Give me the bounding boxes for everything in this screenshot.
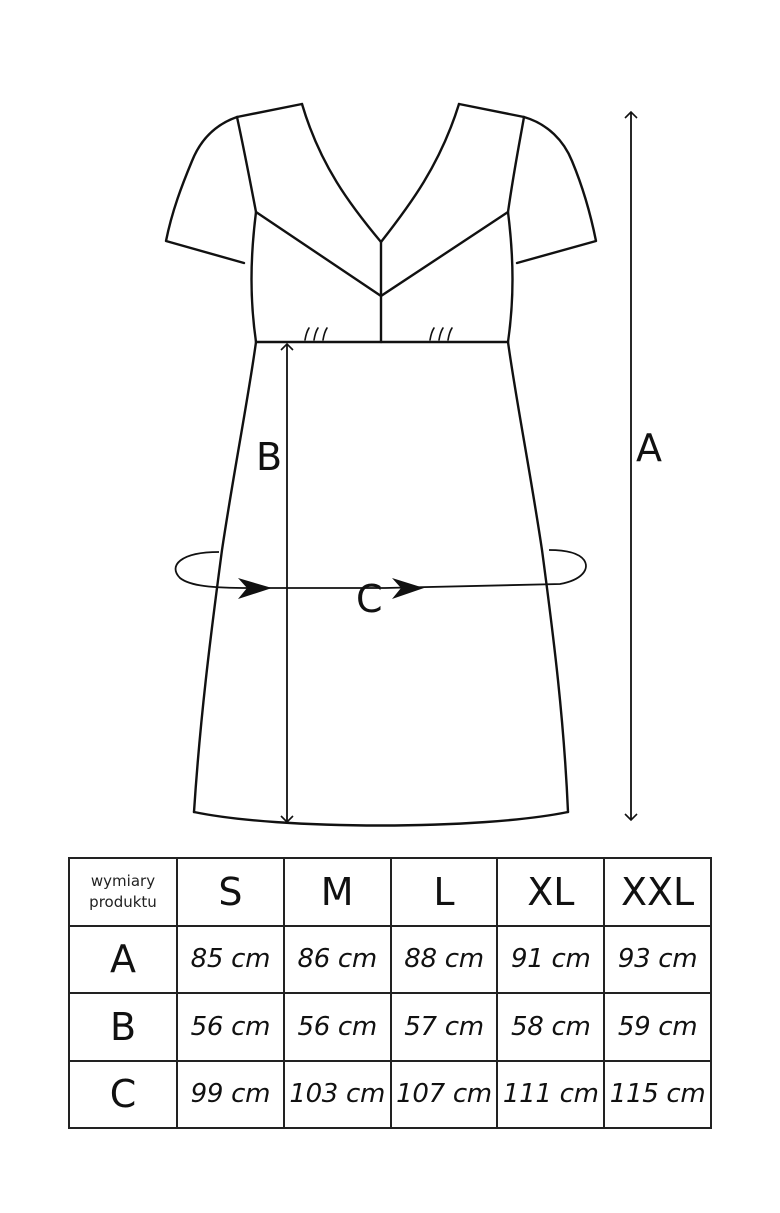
cell-c-m: 103 cm bbox=[282, 1059, 392, 1129]
table-row-c: C 99 cm 103 cm 107 cm 111 cm 115 cm bbox=[68, 1059, 712, 1129]
size-header-xl: XL bbox=[496, 857, 606, 927]
left-bust-seam bbox=[254, 210, 383, 298]
cell-c-s: 99 cm bbox=[176, 1059, 285, 1129]
cell-b-s: 56 cm bbox=[176, 992, 285, 1062]
right-sleeve bbox=[515, 115, 598, 265]
table-row-a: A 85 cm 86 cm 88 cm 91 cm 93 cm bbox=[68, 924, 712, 994]
label-b: B bbox=[256, 435, 282, 479]
cell-a-l: 88 cm bbox=[389, 924, 499, 994]
size-header-m: M bbox=[282, 857, 392, 927]
row-label-b: B bbox=[68, 992, 178, 1062]
cell-b-xxl: 59 cm bbox=[603, 992, 712, 1062]
left-bodice-edge bbox=[235, 115, 258, 344]
table-row-b: B 56 cm 56 cm 57 cm 58 cm 59 cm bbox=[68, 992, 712, 1062]
cell-a-xxl: 93 cm bbox=[603, 924, 712, 994]
right-skirt-side bbox=[506, 340, 570, 814]
size-header-l: L bbox=[389, 857, 499, 927]
label-a: A bbox=[636, 426, 662, 470]
cell-b-l: 57 cm bbox=[389, 992, 499, 1062]
label-c: C bbox=[356, 577, 383, 621]
left-shoulder bbox=[235, 102, 304, 119]
left-sleeve bbox=[164, 115, 246, 265]
right-bust-seam bbox=[379, 210, 510, 298]
row-label-c: C bbox=[68, 1059, 178, 1129]
hem bbox=[192, 810, 570, 827]
size-header-s: S bbox=[176, 857, 285, 927]
cell-b-xl: 58 cm bbox=[496, 992, 606, 1062]
cell-b-m: 56 cm bbox=[282, 992, 392, 1062]
cell-c-l: 107 cm bbox=[389, 1059, 499, 1129]
gathers bbox=[304, 327, 453, 341]
cell-a-s: 85 cm bbox=[176, 924, 285, 994]
c-arrowhead-left bbox=[238, 578, 272, 599]
cell-c-xl: 111 cm bbox=[496, 1059, 606, 1129]
left-skirt-side bbox=[192, 340, 258, 814]
cell-a-m: 86 cm bbox=[282, 924, 392, 994]
cell-a-xl: 91 cm bbox=[496, 924, 606, 994]
dress-diagram: A B C bbox=[164, 102, 662, 827]
right-shoulder bbox=[457, 102, 526, 119]
size-header-xxl: XXL bbox=[603, 857, 712, 927]
c-arrowhead-right bbox=[392, 578, 424, 599]
right-bodice-edge bbox=[506, 115, 526, 344]
row-label-a: A bbox=[68, 924, 178, 994]
cell-c-xxl: 115 cm bbox=[603, 1059, 712, 1129]
neckline bbox=[300, 102, 461, 244]
